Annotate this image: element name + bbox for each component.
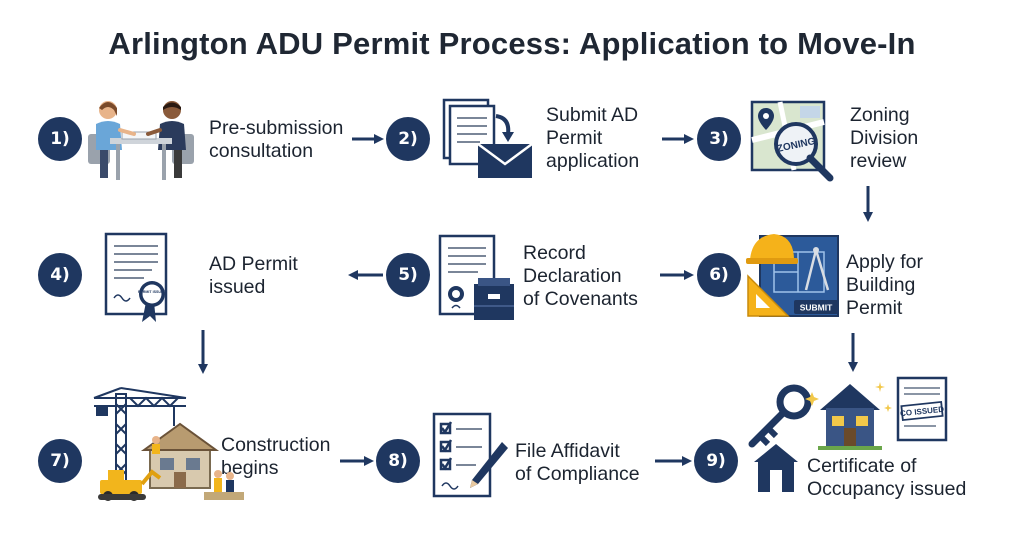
- map-magnifier-icon: ZONING: [750, 100, 834, 182]
- crane-construction-icon: [93, 387, 244, 501]
- document-envelope-icon: [442, 98, 533, 178]
- step-badge-5: 5): [386, 253, 430, 297]
- step-badge-3: 3): [697, 117, 741, 161]
- certificate-ribbon-icon: PERMIT ISSUED: [104, 232, 168, 322]
- document-seal-cabinet-icon: [438, 234, 514, 320]
- checklist-pen-icon: [432, 412, 508, 498]
- step-badge-2: 2): [386, 117, 430, 161]
- step-badge-8: 8): [376, 439, 420, 483]
- consultation-meeting-icon: [88, 101, 194, 180]
- blueprint-hardhat-icon: SUBMIT: [746, 234, 839, 317]
- page-title: Arlington ADU Permit Process: Applicatio…: [108, 26, 916, 61]
- step-badge-1: 1): [38, 117, 82, 161]
- submit-stamp-text: SUBMIT: [800, 303, 833, 313]
- step-badge-6: 6): [697, 253, 741, 297]
- house-key-icon: CO ISSUED: [748, 376, 948, 492]
- step-badge-7: 7): [38, 439, 82, 483]
- permit-seal-text: PERMIT ISSUED: [138, 290, 166, 294]
- step-badge-9: 9): [694, 439, 738, 483]
- step-badge-4: 4): [38, 253, 82, 297]
